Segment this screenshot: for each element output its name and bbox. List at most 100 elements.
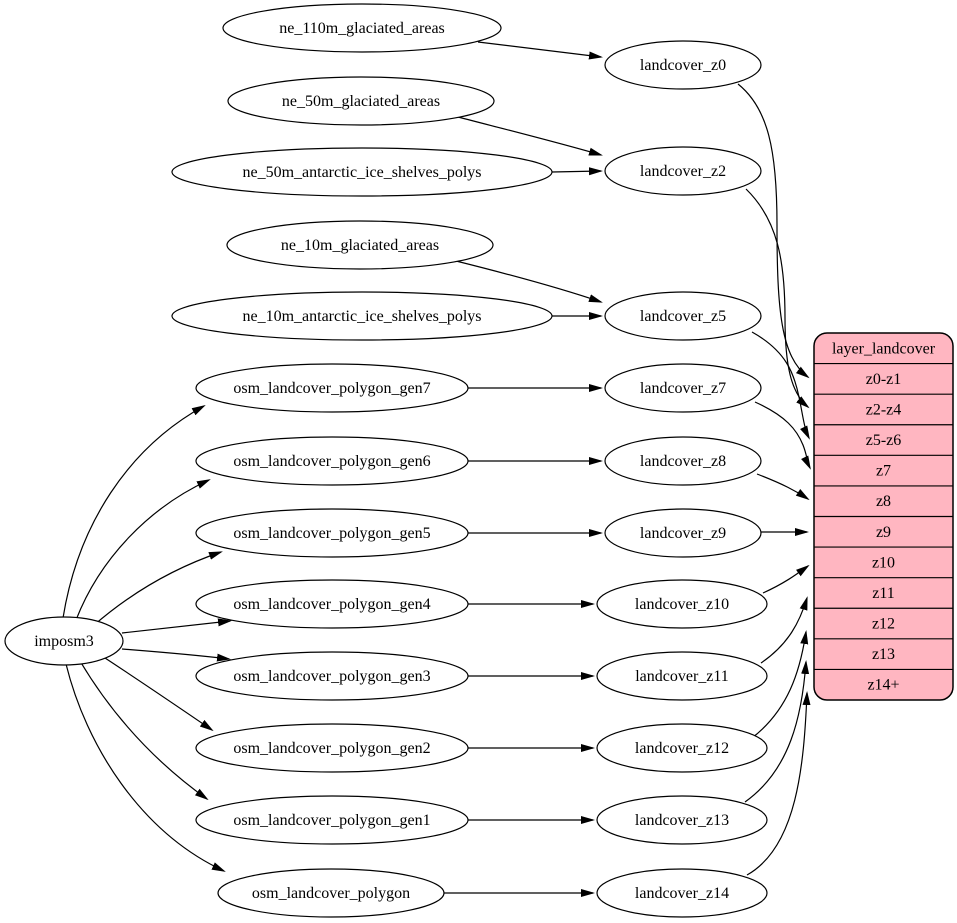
node-ellipse-osm_landcover_polygon_gen5 — [195, 508, 469, 558]
node-landcover_z9: landcover_z9 — [604, 508, 762, 558]
edge-imposm3-to-osm_landcover_polygon — [65, 663, 226, 872]
node-ellipse-landcover_z8 — [604, 436, 762, 486]
node-label-imposm3: imposm3 — [34, 633, 94, 650]
edge-imposm3-to-osm_landcover_polygon_gen5 — [92, 551, 223, 627]
node-ellipse-landcover_z0 — [604, 40, 762, 90]
node-osm_landcover_polygon_gen5: osm_landcover_polygon_gen5 — [195, 508, 469, 558]
node-ellipse-ne_10m_glaciated_areas — [226, 220, 494, 270]
node-ellipse-landcover_z13 — [596, 795, 768, 845]
node-label-ne_50m_antarctic_ice_shelves_polys: ne_50m_antarctic_ice_shelves_polys — [242, 164, 481, 181]
node-landcover_z13: landcover_z13 — [596, 795, 768, 845]
node-landcover_z5: landcover_z5 — [604, 291, 762, 341]
node-landcover_z10: landcover_z10 — [596, 579, 768, 629]
table-row-z11: z11 — [872, 585, 895, 602]
edge-landcover_z11-to-layer_landcover-z11 — [760, 596, 808, 664]
table-row-z12: z12 — [872, 616, 895, 633]
node-label-osm_landcover_polygon_gen1: osm_landcover_polygon_gen1 — [233, 812, 430, 829]
node-label-osm_landcover_polygon: osm_landcover_polygon — [252, 885, 410, 902]
node-label-landcover_z13: landcover_z13 — [635, 812, 729, 829]
table-row-z5-z6: z5-z6 — [866, 432, 902, 449]
edge-ne_50m_antarctic_ice_shelves_polys-to-landcover_z2 — [551, 167, 603, 176]
node-ellipse-landcover_z9 — [604, 508, 762, 558]
node-label-ne_10m_antarctic_ice_shelves_polys: ne_10m_antarctic_ice_shelves_polys — [242, 308, 481, 325]
table-row-z14plus: z14+ — [867, 677, 899, 694]
table-title: layer_landcover — [832, 340, 936, 357]
edge-imposm3-to-osm_landcover_polygon_gen1 — [79, 660, 209, 801]
node-label-ne_10m_glaciated_areas: ne_10m_glaciated_areas — [281, 237, 439, 254]
node-label-osm_landcover_polygon_gen3: osm_landcover_polygon_gen3 — [233, 668, 430, 685]
edge-landcover_z10-to-layer_landcover-z10 — [762, 564, 810, 594]
edge-landcover_z12-to-layer_landcover-z12 — [751, 630, 809, 739]
table-row-z0-z1: z0-z1 — [866, 371, 902, 388]
node-label-landcover_z7: landcover_z7 — [640, 380, 726, 397]
node-label-landcover_z9: landcover_z9 — [640, 525, 726, 542]
node-ne_110m_glaciated_areas: ne_110m_glaciated_areas — [222, 3, 502, 53]
node-label-landcover_z11: landcover_z11 — [635, 668, 729, 685]
node-ne_50m_glaciated_areas: ne_50m_glaciated_areas — [227, 76, 495, 126]
node-ellipse-landcover_z7 — [604, 363, 762, 413]
table-row-z8: z8 — [876, 493, 891, 510]
table-row-z2-z4: z2-z4 — [866, 401, 902, 418]
node-ellipse-landcover_z11 — [596, 651, 768, 701]
node-landcover_z14: landcover_z14 — [596, 868, 768, 918]
edge-imposm3-to-osm_landcover_polygon_gen6 — [75, 479, 211, 621]
edge-landcover_z7-to-layer_landcover-z7 — [754, 401, 811, 470]
node-osm_landcover_polygon_gen1: osm_landcover_polygon_gen1 — [195, 795, 469, 845]
node-ne_50m_antarctic_ice_shelves_polys: ne_50m_antarctic_ice_shelves_polys — [171, 147, 553, 197]
edge-ne_50m_glaciated_areas-to-landcover_z2 — [457, 116, 603, 156]
node-label-landcover_z12: landcover_z12 — [635, 740, 729, 757]
table-row-z7: z7 — [876, 463, 891, 480]
edge-imposm3-to-osm_landcover_polygon_gen7 — [62, 405, 206, 619]
node-ellipse-osm_landcover_polygon_gen4 — [195, 579, 469, 629]
edge-landcover_z13-to-layer_landcover-z13 — [744, 660, 810, 803]
node-landcover_z0: landcover_z0 — [604, 40, 762, 90]
node-landcover_z2: landcover_z2 — [604, 146, 762, 196]
edge-imposm3-to-osm_landcover_polygon_gen3 — [121, 648, 231, 662]
nodes-layer: imposm3 ne_110m_glaciated_areas ne_50m_gla… — [4, 3, 768, 918]
edges-layer — [62, 41, 811, 897]
node-ellipse-imposm3 — [4, 616, 124, 666]
edge-landcover_z0-to-layer_landcover-z0-z1 — [737, 83, 810, 379]
node-ellipse-osm_landcover_polygon — [217, 868, 445, 918]
node-ne_10m_glaciated_areas: ne_10m_glaciated_areas — [226, 220, 494, 270]
node-osm_landcover_polygon_gen7: osm_landcover_polygon_gen7 — [195, 363, 469, 413]
edge-landcover_z5-to-layer_landcover-z5-z6 — [751, 331, 810, 440]
node-imposm3: imposm3 — [4, 616, 124, 666]
edge-landcover_z2-to-layer_landcover-z2-z4 — [745, 188, 810, 409]
node-ellipse-osm_landcover_polygon_gen3 — [195, 651, 469, 701]
node-ellipse-osm_landcover_polygon_gen7 — [195, 363, 469, 413]
node-ellipse-landcover_z14 — [596, 868, 768, 918]
node-ellipse-landcover_z2 — [604, 146, 762, 196]
node-label-osm_landcover_polygon_gen6: osm_landcover_polygon_gen6 — [233, 453, 430, 470]
node-ellipse-landcover_z10 — [596, 579, 768, 629]
node-label-ne_110m_glaciated_areas: ne_110m_glaciated_areas — [279, 20, 445, 37]
table-layer: layer_landcoverz0-z1z2-z4z5-z6z7z8z9z10z… — [813, 332, 954, 701]
edge-landcover_z14-to-layer_landcover-z14plus — [746, 691, 811, 876]
node-label-landcover_z5: landcover_z5 — [640, 308, 726, 325]
node-ellipse-osm_landcover_polygon_gen6 — [195, 436, 469, 486]
node-osm_landcover_polygon_gen3: osm_landcover_polygon_gen3 — [195, 651, 469, 701]
table-row-z13: z13 — [872, 646, 895, 663]
node-ellipse-osm_landcover_polygon_gen2 — [195, 723, 469, 773]
node-ne_10m_antarctic_ice_shelves_polys: ne_10m_antarctic_ice_shelves_polys — [171, 291, 553, 341]
node-label-landcover_z14: landcover_z14 — [635, 885, 729, 902]
node-label-osm_landcover_polygon_gen4: osm_landcover_polygon_gen4 — [233, 596, 430, 613]
node-ellipse-ne_110m_glaciated_areas — [222, 3, 502, 53]
node-landcover_z12: landcover_z12 — [596, 723, 768, 773]
edge-ne_110m_glaciated_areas-to-landcover_z0 — [477, 41, 603, 60]
node-osm_landcover_polygon_gen4: osm_landcover_polygon_gen4 — [195, 579, 469, 629]
node-osm_landcover_polygon: osm_landcover_polygon — [217, 868, 445, 918]
node-ellipse-ne_50m_glaciated_areas — [227, 76, 495, 126]
table-row-z10: z10 — [872, 554, 895, 571]
node-ellipse-ne_10m_antarctic_ice_shelves_polys — [171, 291, 553, 341]
edge-landcover_z8-to-layer_landcover-z8 — [756, 473, 810, 501]
node-ellipse-ne_50m_antarctic_ice_shelves_polys — [171, 147, 553, 197]
edge-imposm3-to-osm_landcover_polygon_gen2 — [101, 655, 214, 732]
node-label-landcover_z2: landcover_z2 — [640, 163, 726, 180]
edge-imposm3-to-osm_landcover_polygon_gen4 — [121, 618, 232, 634]
node-label-landcover_z8: landcover_z8 — [640, 453, 726, 470]
node-label-osm_landcover_polygon_gen7: osm_landcover_polygon_gen7 — [233, 380, 430, 397]
node-osm_landcover_polygon_gen6: osm_landcover_polygon_gen6 — [195, 436, 469, 486]
